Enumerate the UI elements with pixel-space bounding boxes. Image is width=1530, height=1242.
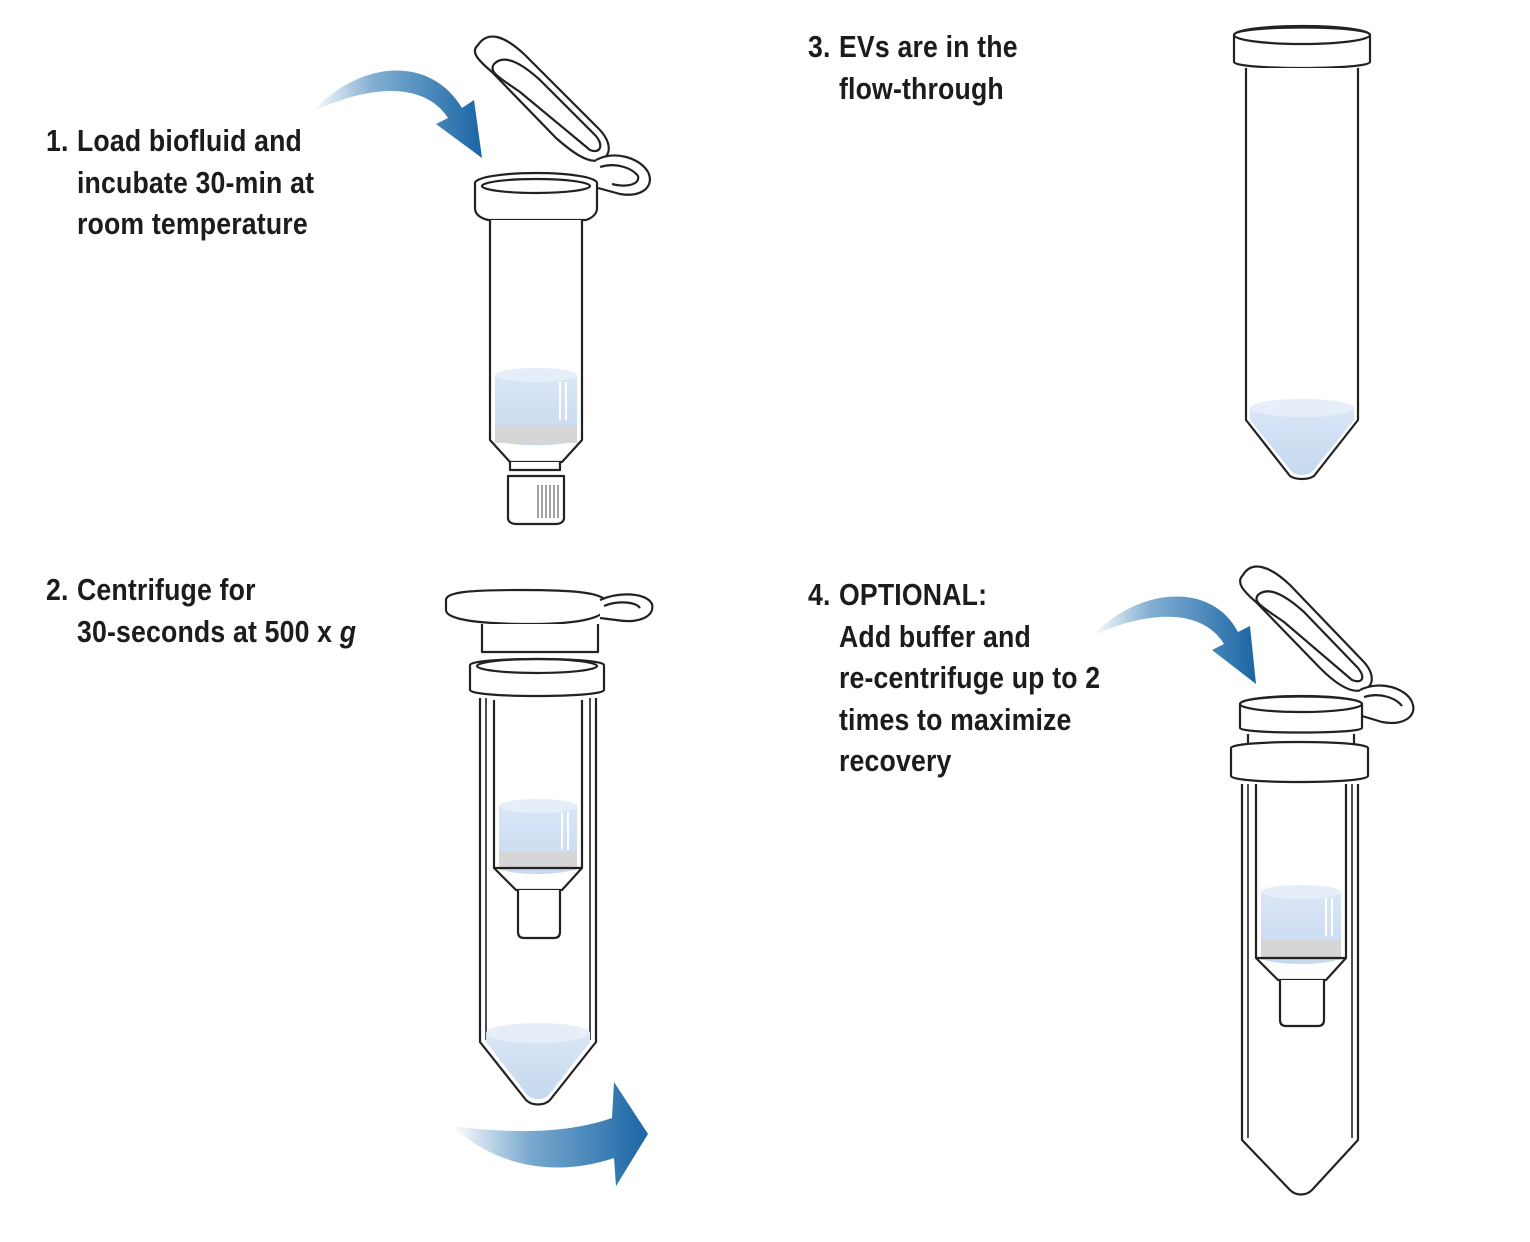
- step-3-number: 3.: [808, 29, 831, 64]
- step-2-number: 2.: [46, 572, 69, 607]
- step-4-line-2: Add buffer and: [838, 618, 1031, 654]
- step-4-number: 4.: [808, 577, 831, 612]
- step-4-line-1: OPTIONAL:: [838, 577, 988, 612]
- step-4-text: 4. OPTIONAL: Add buffer and re-centrifug…: [808, 574, 1100, 782]
- curved-arrow-icon: [452, 1082, 648, 1186]
- spin-column-icon: [473, 35, 651, 526]
- step-3-line-2: flow-through: [838, 70, 1004, 106]
- step-4-line-5: recovery: [838, 743, 952, 778]
- step-2-line-1: Centrifuge for: [76, 572, 256, 607]
- step-1-number: 1.: [46, 123, 69, 158]
- step-3-text: 3. EVs are in the flow-through: [808, 26, 1018, 109]
- step-1-line-1: Load biofluid and: [76, 123, 303, 158]
- step-1-line-3: room temperature: [76, 206, 308, 241]
- step-2-text: 2. Centrifuge for 30-seconds at 500 x g: [46, 569, 356, 652]
- step-4-line-4: times to maximize: [838, 701, 1072, 737]
- step-2-line-2-text: 30-seconds at 500 x: [76, 613, 333, 649]
- step-1-text: 1. Load biofluid and incubate 30-min at …: [46, 120, 314, 245]
- curved-arrow-icon: [312, 70, 482, 158]
- curved-arrow-icon: [1092, 596, 1256, 684]
- collection-tube-icon: [1232, 24, 1372, 481]
- step-3-line-1: EVs are in the: [838, 29, 1018, 64]
- spin-column-in-collection-tube-icon: [444, 588, 654, 1106]
- g-force-unit: g: [339, 613, 357, 649]
- step-1-line-2: incubate 30-min at: [76, 164, 315, 200]
- step-4-line-3: re-centrifuge up to 2: [838, 660, 1101, 695]
- spin-column-in-collection-tube-icon: [1229, 565, 1415, 1196]
- step-2-line-2: 30-seconds at 500 x g: [77, 611, 356, 653]
